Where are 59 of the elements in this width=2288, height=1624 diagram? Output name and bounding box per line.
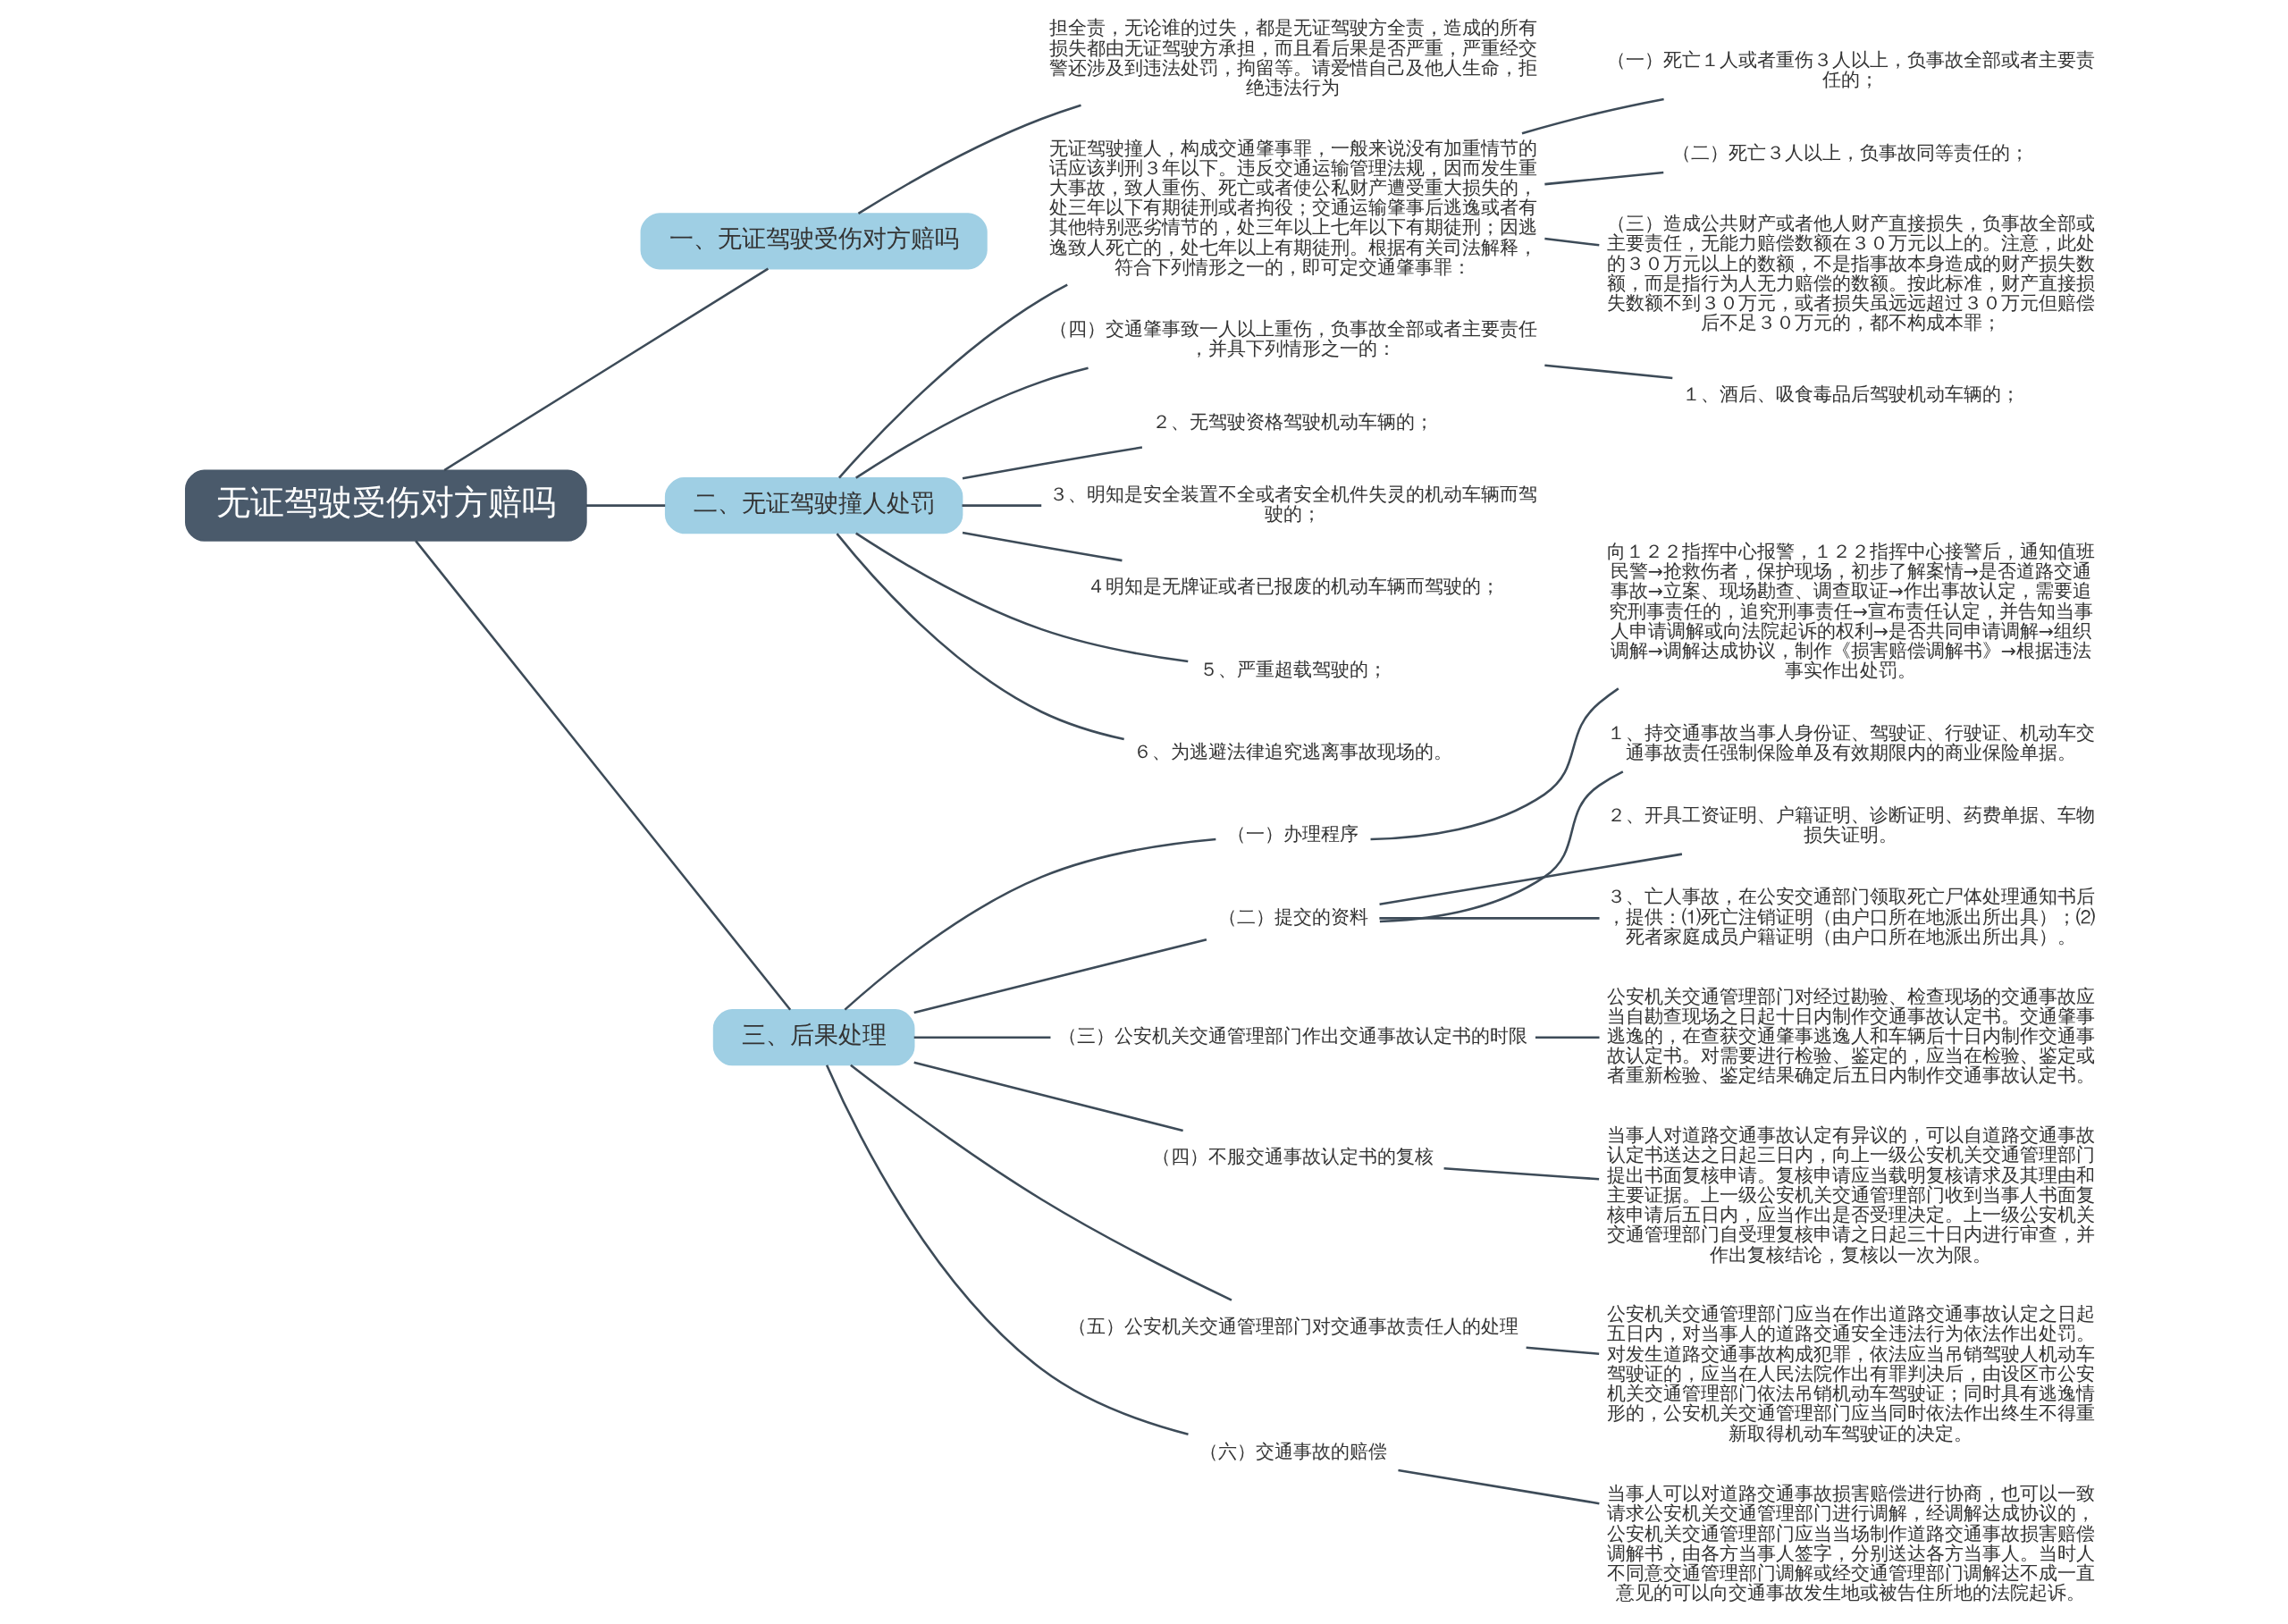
node-text: 无证驾驶撞人，构成交通肇事罪，一般来说没有加重情节的话应该判刑３年以下。违反交通运输管理法规，因而发生重大事故，致人重伤、死亡或者使公私财产遭受重大损失的，处三年以下有期徒刑或者拘役；交通运输肇事后逃逸或者有其他特别恶劣情节的，处三年以上七年以下有期徒刑；因逃逸致人死亡的，处七年以上有期徒刑。根据有关司法解释，符合下列情形之一的，即可定交通肇事罪： [1048,137,1537,278]
connector [850,1064,1232,1301]
connector [1379,853,1683,905]
connector [913,938,1207,1014]
node-text: ６、为逃避法律追究逃离事故现场的。 [1133,740,1453,762]
node-text: （二）死亡３人以上，负事故同等责任的； [1672,141,2030,164]
connector [1443,1167,1600,1181]
connector [962,446,1143,480]
node-box: 二、无证驾驶撞人处罚 [664,477,963,534]
connector [857,104,1081,215]
node-text: １、持交通事故当事人身份证、驾驶证、行驶证、机动车交通事故责任强制保险单及有效期限内的商业保险单据。 [1606,721,2095,763]
node-text: 当事人可以对道路交通事故损害赔偿进行协商，也可以一致请求公安机关交通管理部门进行调解，经调解达成协议的，公安机关交通管理部门应当当场制作道路交通事故损害赔偿调解书，由各方当事人签字，分别送达各方当事人。当时人不同意交通管理部门调解或经交通管理部门调解达不成一直意见的可以向交通事故发生地或被告住所地的法院起诉。 [1606,1483,2095,1604]
connector [415,540,792,1011]
node-text: ３、亡人事故，在公安交通部门领取死亡尸体处理通知书后，提供：⑴死亡注销证明（由户口所在地派出所出具）；⑵死者家庭成员户籍证明（由户口所在地派出所出具）。 [1606,886,2095,947]
node-box: 三、后果处理 [712,1009,915,1066]
connector [585,504,666,507]
node-text: （四）不服交通事故认定书的复核 [1152,1146,1434,1168]
connector [855,532,1189,663]
node-text: ３、明知是安全装置不全或者安全机件失灵的机动车辆而驾驶的； [1048,483,1537,526]
node-text: （四）交通肇事致一人以上重伤，负事故全部或者主要责任，并具下列情形之一的： [1048,318,1537,360]
node-text: 向１２２指挥中心报警，１２２指挥中心接警后，通知值班民警→抢救伤者，保护现场，初步了解案情→是否道路交通事故→立案、现场勘查、调查取证→作出事故认定，需要追究刑事责任的，追究刑事责任→宣布责任认定，并告知当事人申请调解或向法院起诉的权利→是否共同申请调解→组织调解→调解达成协议，制作《损害赔偿调解书》→根据违法事实作出处罚。 [1606,540,2095,682]
node-text: ５、严重超载驾驶的； [1199,658,1387,680]
connector [1544,237,1600,247]
connector [913,1036,1051,1039]
node-text: （三）公安机关交通管理部门作出交通事故认定书的时限 [1058,1025,1528,1048]
connector [1521,97,1664,135]
node-text: 担全责，无论谁的过失，都是无证驾驶方全责，造成的所有损失都由无证驾驶方承担，而且看后果是否严重，严重经交警还涉及到违法处罚，拘留等。请爱惜自己及他人生命，拒绝违法行为 [1048,17,1537,98]
node-text: （一）死亡１人或者重伤３人以上，负事故全部或者主要责任的； [1606,49,2095,91]
connector [1398,1468,1600,1505]
node-text: ２、开具工资证明、户籍证明、诊断证明、药费单据、车物损失证明。 [1606,804,2095,846]
node-text: （六）交通事故的赔偿 [1199,1441,1387,1463]
node-box: 无证驾驶受伤对方赔吗 [185,469,587,542]
connector [825,1064,1189,1435]
node-box: 一、无证驾驶受伤对方赔吗 [640,213,988,270]
connector [1544,364,1673,380]
connector [1544,171,1664,186]
connector [913,1061,1183,1132]
connector [962,504,1042,507]
node-text: 当事人对道路交通事故认定有异议的，可以自道路交通事故认定书送达之日起三日内，向上一级公安机关交通管理部门提出书面复核申请。复核申请应当载明复核请求及其理由和主要证据。上一级公安机关交通管理部门收到当事人书面复核申请后五日内，应当作出是否受理决定。上一级公安机关交通管理部门自受理复核申请之日起三十日内进行审查，并作出复核结论，复核以一次为限。 [1606,1124,2095,1266]
node-text: （五）公安机关交通管理部门对交通事故责任人的处理 [1067,1315,1518,1337]
connector [1535,1036,1600,1039]
connector [962,531,1123,562]
connector [443,267,770,472]
node-text: （二）提交的资料 [1217,905,1368,928]
connector [1370,687,1619,841]
connector [1379,770,1624,923]
connector [844,837,1216,1011]
node-text: ４明知是无牌证或者已报废的机动车辆而驾驶的； [1086,576,1500,598]
node-text: ２、无驾驶资格驾驶机动车辆的； [1152,410,1434,433]
connector [1379,917,1600,920]
node-text: （三）造成公共财产或者他人财产直接损失，负事故全部或主要责任，无能力赔偿数额在３０万元以上的。注意，此处的３０万元以上的数额，不是指事故本身造成的财产损失数额，而是指行为人无力赔偿的数额。按此标准，财产直接损失数额不到３０万元，或者损失虽远远超过３０万元但赔偿后不足３０万元的，都不构成本罪； [1606,213,2095,334]
node-text: （一）办理程序 [1227,823,1359,846]
node-text: 公安机关交通管理部门对经过勘验、检查现场的交通事故应当自勘查现场之日起十日内制作交通事故认定书。交通肇事逃逸的，在查获交通肇事逃逸人和车辆后十日内制作交通事故认定书。对需要进行检验、鉴定的，应当在检验、鉴定或者重新检验、鉴定结果确定后五日内制作交通事故认定书。 [1606,985,2095,1087]
connector [855,366,1089,479]
node-text: 公安机关交通管理部门应当在作出道路交通事故认定之日起五日内，对当事人的道路交通安全违法行为依法作出处罚。对发生道路交通事故构成犯罪，依法应当吊销驾驶人机动车驾驶证的，应当在人民法院作出有罪判决后，由设区市公安机关交通管理部门依法吊销机动车驾驶证；同时具有逃逸情形的，公安机关交通管理部门应当同时依法作出终生不得重新取得机动车驾驶证的决定。 [1606,1303,2095,1444]
connector [836,533,1124,741]
connector [1526,1346,1600,1355]
node-text: １、酒后、吸食毒品后驾驶机动车辆的； [1681,383,2020,405]
connector [837,283,1068,479]
